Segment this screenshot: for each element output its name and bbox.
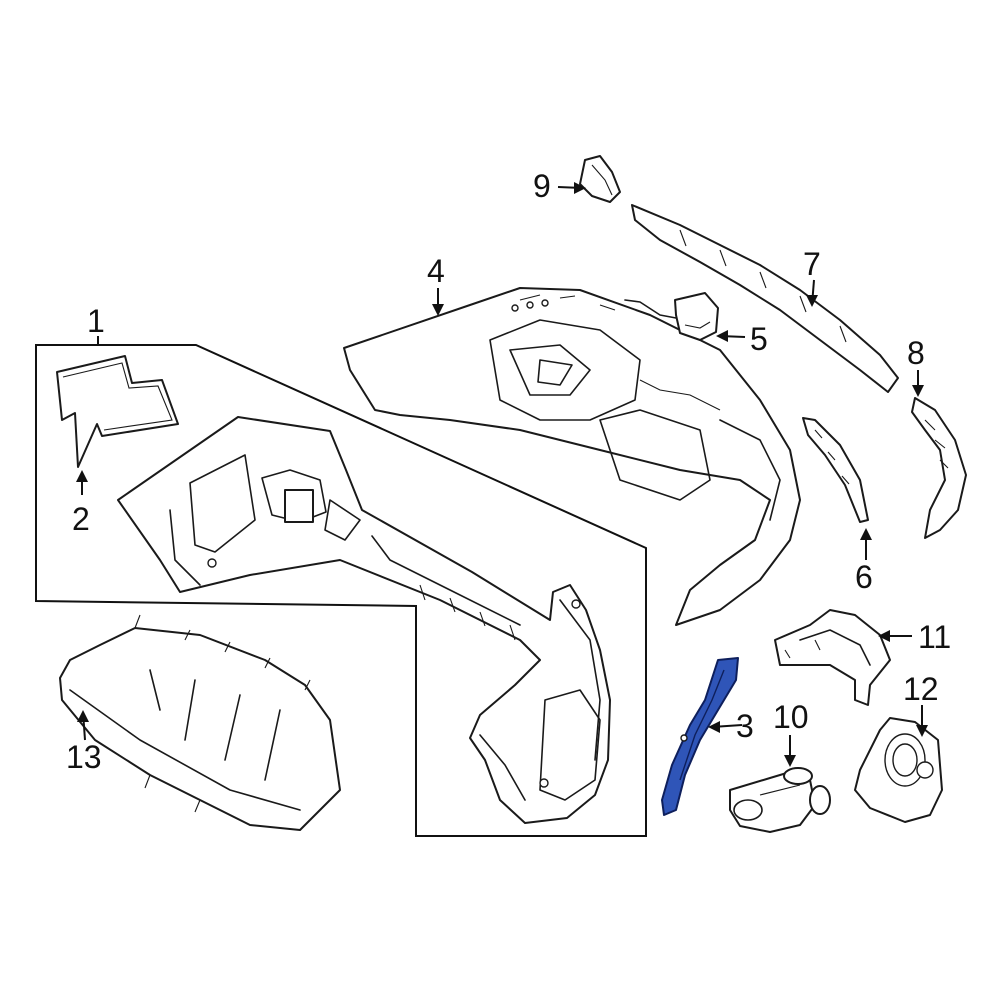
leader-lines [76, 182, 928, 767]
callout-label-12: 12 [903, 671, 939, 707]
part-8-side-trim[interactable] [911, 397, 967, 539]
part-2-insulation-pad[interactable] [56, 355, 179, 468]
callout-label-3: 3 [736, 708, 754, 744]
callout-label-9: 9 [533, 168, 551, 204]
callout-label-8: 8 [907, 335, 925, 371]
callout-label-4: 4 [427, 253, 445, 289]
callout-label-10: 10 [773, 699, 809, 735]
part-13-underbody-shield[interactable] [59, 614, 341, 831]
callout-label-13: 13 [66, 739, 102, 775]
group-outline-1 [35, 344, 647, 837]
part-11-mount-bracket[interactable] [774, 609, 891, 706]
callout-label-11: 11 [918, 619, 951, 655]
part-4-bumper-fascia[interactable] [343, 287, 801, 626]
part-12-exhaust-surround[interactable] [854, 717, 943, 823]
part-3-trim-strip[interactable] [661, 657, 739, 816]
callout-label-6: 6 [855, 559, 873, 595]
part-5-sensor-bracket[interactable] [624, 292, 719, 341]
part-9-clip[interactable] [579, 155, 621, 203]
highlight-part-3[interactable] [661, 657, 739, 816]
part-1-bumper-cover[interactable] [117, 416, 611, 824]
callout-label-1: 1 [87, 303, 105, 339]
part-6-side-bracket[interactable] [802, 417, 869, 523]
callout-label-7: 7 [803, 246, 821, 282]
callout-label-5: 5 [750, 321, 768, 357]
part-10-exhaust-tips[interactable] [729, 767, 831, 833]
part-7-reinforcement[interactable] [631, 204, 899, 393]
callout-label-2: 2 [72, 501, 90, 537]
